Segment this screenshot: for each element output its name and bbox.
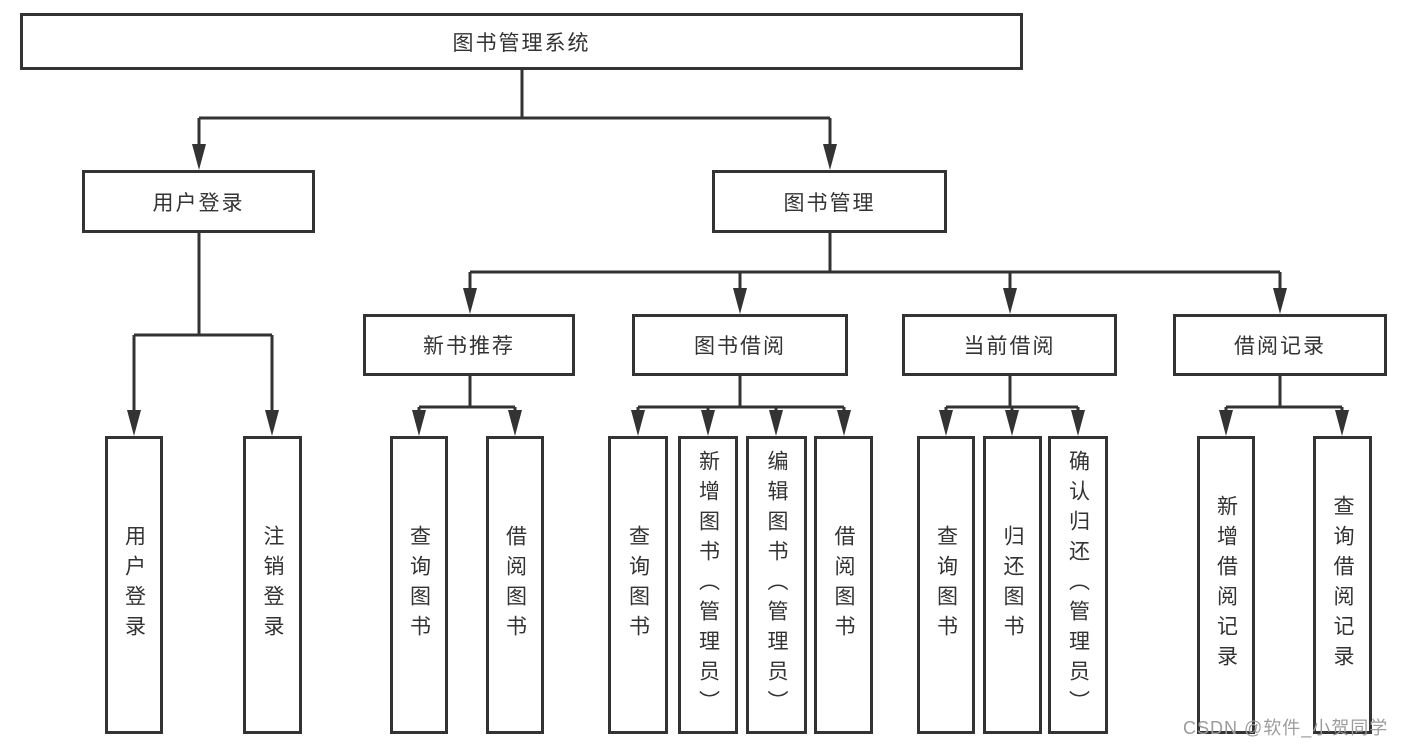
- arrowhead: [837, 410, 851, 436]
- arrowhead: [265, 410, 279, 436]
- arrowhead: [1003, 288, 1017, 314]
- arrowhead: [1005, 410, 1019, 436]
- node-book-management-label: 图书管理: [783, 191, 876, 215]
- node-current-borrowing-label: 当前借阅: [963, 335, 1056, 358]
- node-current-borrowing: 当前借阅: [902, 314, 1117, 376]
- arrowhead: [769, 410, 783, 436]
- leaf-add-borrow-record: 新增借阅记录: [1197, 436, 1255, 734]
- leaf-confirm-return-admin: 确认归还（管理员）: [1048, 436, 1108, 734]
- leaf-borrow-books-borrowing: 借阅图书: [814, 436, 873, 734]
- arrowhead: [463, 288, 477, 314]
- arrowhead: [127, 410, 141, 436]
- node-book-borrowing-label: 图书借阅: [694, 335, 786, 358]
- arrowhead: [1273, 288, 1287, 314]
- arrowhead: [823, 144, 837, 170]
- node-root: 图书管理系统: [20, 13, 1023, 70]
- arrowhead: [1071, 410, 1085, 436]
- leaf-add-book-admin: 新增图书（管理员）: [678, 436, 738, 734]
- leaf-query-borrow-record: 查询借阅记录: [1313, 436, 1372, 734]
- leaf-return-books: 归还图书: [983, 436, 1042, 734]
- arrowhead: [701, 410, 715, 436]
- leaf-query-books-recommend: 查询图书: [390, 436, 448, 734]
- leaf-edit-book-admin: 编辑图书（管理员）: [746, 436, 807, 734]
- leaf-borrow-books-recommend: 借阅图书: [486, 436, 544, 734]
- leaf-query-books-current: 查询图书: [917, 436, 975, 734]
- arrowhead: [631, 410, 645, 436]
- node-borrow-records: 借阅记录: [1173, 314, 1387, 376]
- leaf-logout: 注销登录: [243, 436, 302, 734]
- arrowhead: [1219, 410, 1233, 436]
- arrowhead: [412, 410, 426, 436]
- arrowhead: [192, 144, 206, 170]
- leaf-query-books-borrowing: 查询图书: [608, 436, 668, 734]
- node-user-login: 用户登录: [82, 170, 315, 233]
- node-borrow-records-label: 借阅记录: [1234, 335, 1326, 358]
- arrowhead: [939, 410, 953, 436]
- arrowhead: [508, 410, 522, 436]
- arrowhead: [733, 288, 747, 314]
- arrowhead: [1335, 410, 1349, 436]
- leaf-user-login: 用户登录: [105, 436, 163, 734]
- node-user-login-label: 用户登录: [152, 191, 245, 215]
- node-new-book-recommend-label: 新书推荐: [423, 335, 515, 358]
- node-book-borrowing: 图书借阅: [632, 314, 848, 376]
- node-root-label: 图书管理系统: [452, 31, 591, 55]
- watermark: CSDN @软件_小贺同学: [1183, 718, 1389, 738]
- node-book-management: 图书管理: [712, 170, 947, 233]
- node-new-book-recommend: 新书推荐: [363, 314, 575, 376]
